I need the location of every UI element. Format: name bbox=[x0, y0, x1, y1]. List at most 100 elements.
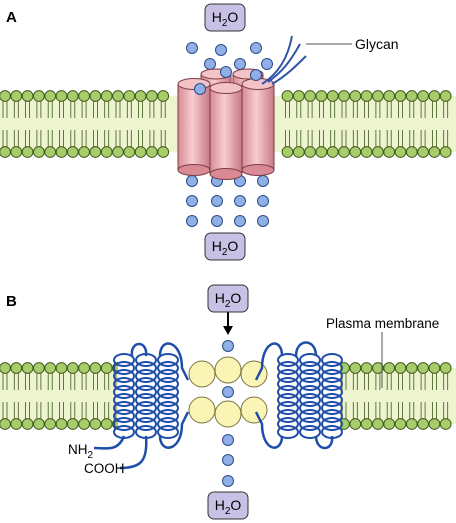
water-molecule bbox=[220, 66, 232, 78]
lipid-tail bbox=[81, 402, 87, 419]
water-molecule bbox=[257, 215, 269, 227]
lipid-head bbox=[360, 146, 373, 158]
lipid-head bbox=[417, 418, 430, 430]
helix-turn bbox=[277, 369, 299, 383]
water-molecule bbox=[186, 175, 198, 187]
lipid-tail bbox=[375, 402, 381, 419]
helix-turn bbox=[299, 377, 321, 391]
lipid-head bbox=[439, 362, 452, 374]
lipid-head bbox=[292, 90, 305, 102]
water-molecule bbox=[261, 58, 273, 70]
lipid-tail bbox=[104, 130, 110, 147]
lipid-tail bbox=[47, 130, 53, 147]
lipid-head bbox=[439, 90, 452, 102]
lipid-tail bbox=[126, 130, 132, 147]
lipid-tail bbox=[81, 373, 87, 390]
lipid-tail bbox=[25, 101, 30, 118]
helix-turn bbox=[277, 401, 299, 415]
lipid-tail bbox=[70, 101, 76, 118]
lipid-head bbox=[281, 146, 294, 158]
lipid-tail bbox=[409, 101, 415, 118]
lipid-head bbox=[349, 90, 362, 102]
helix-turn bbox=[113, 393, 135, 407]
lipid-tail bbox=[47, 101, 53, 118]
helix-turn bbox=[321, 417, 343, 431]
water-molecule bbox=[234, 195, 246, 207]
lipid-head bbox=[326, 90, 339, 102]
lipid-head bbox=[21, 90, 34, 102]
lipid-head bbox=[439, 146, 452, 158]
lipid-head bbox=[372, 146, 384, 158]
water-molecule bbox=[250, 69, 262, 81]
lipid-tail bbox=[93, 402, 98, 419]
lipid-tail bbox=[432, 373, 437, 390]
lipid-tail bbox=[25, 373, 30, 390]
panel-a-water-box-top: H2O bbox=[204, 3, 246, 32]
lipid-tail bbox=[36, 130, 42, 147]
lipid-tail bbox=[319, 130, 324, 147]
svg-text:H2O: H2O bbox=[212, 238, 239, 258]
lipid-head bbox=[21, 418, 34, 430]
lipid-tail bbox=[375, 373, 381, 390]
lipid-tail bbox=[47, 402, 53, 419]
lipid-tail bbox=[138, 130, 143, 147]
lipid-head bbox=[112, 90, 124, 102]
lipid-head bbox=[66, 90, 79, 102]
lipid-tail bbox=[160, 101, 166, 118]
lipid-head bbox=[55, 362, 68, 374]
helix-turn bbox=[135, 377, 157, 391]
helix-turn bbox=[299, 401, 321, 415]
lipid-tail bbox=[398, 402, 403, 419]
water-molecule bbox=[222, 434, 234, 446]
lipid-tail bbox=[2, 101, 8, 118]
lipid-tail bbox=[138, 101, 143, 118]
helix-turn bbox=[277, 425, 299, 439]
helix-turn bbox=[157, 425, 179, 439]
lipid-head bbox=[55, 146, 68, 158]
lipid-head bbox=[10, 90, 23, 102]
lipid-head bbox=[349, 362, 362, 374]
helix-turn bbox=[113, 409, 135, 423]
lipid-tail bbox=[13, 373, 19, 390]
helix-turn bbox=[135, 385, 157, 399]
lipid-tail bbox=[352, 402, 358, 419]
lipid-tail bbox=[375, 130, 381, 147]
helix-turn bbox=[113, 377, 135, 391]
helix-turn bbox=[113, 361, 135, 375]
helix-turn bbox=[321, 361, 343, 375]
water-molecule bbox=[234, 58, 246, 70]
lipid-head bbox=[338, 146, 350, 158]
protein-loops bbox=[93, 341, 334, 470]
glycan-label: Glycan bbox=[355, 36, 399, 52]
lipid-head bbox=[349, 418, 362, 430]
water-molecule bbox=[211, 195, 223, 207]
lipid-tail bbox=[398, 373, 403, 390]
lipid-head bbox=[383, 146, 396, 158]
lipid-head bbox=[304, 146, 317, 158]
lipid-tail bbox=[2, 130, 8, 147]
lipid-head bbox=[157, 90, 170, 102]
lipid-tail bbox=[93, 373, 98, 390]
water-molecule bbox=[186, 42, 198, 54]
water-molecule bbox=[186, 195, 198, 207]
lipid-head bbox=[372, 362, 384, 374]
lipid-tail bbox=[296, 101, 302, 118]
helix-turn bbox=[321, 377, 343, 391]
lipid-head bbox=[0, 146, 11, 158]
lipid-tail bbox=[70, 373, 76, 390]
lipid-head bbox=[394, 418, 407, 430]
lipid-head bbox=[304, 90, 317, 102]
lipid-tail bbox=[330, 130, 336, 147]
nh2-label: NH2 bbox=[68, 442, 94, 461]
lipid-head bbox=[134, 146, 147, 158]
lipid-tail bbox=[36, 402, 42, 419]
lipid-tail bbox=[443, 373, 449, 390]
lipid-head bbox=[383, 418, 396, 430]
water-molecule bbox=[250, 42, 262, 54]
water-molecule bbox=[222, 454, 234, 466]
lipid-head bbox=[292, 146, 305, 158]
helix-turn bbox=[277, 393, 299, 407]
lipid-tail bbox=[432, 130, 437, 147]
lipid-tail bbox=[25, 402, 30, 419]
plasma-membrane-label: Plasma membrane bbox=[326, 316, 439, 331]
